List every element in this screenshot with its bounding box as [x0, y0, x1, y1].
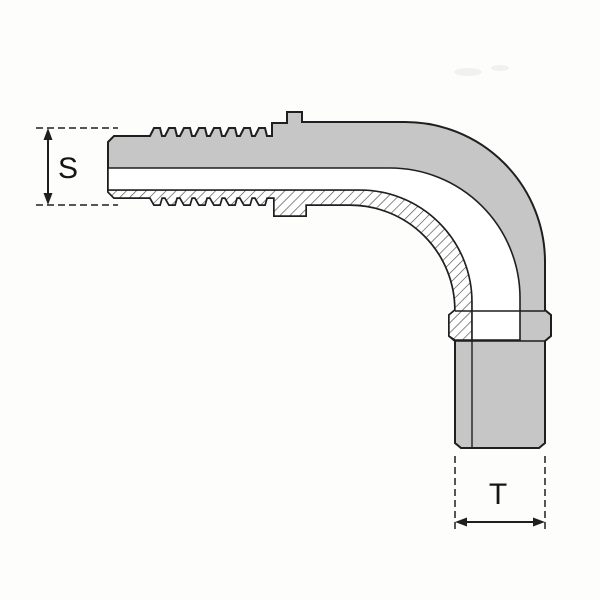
t-dimension: T: [454, 456, 546, 533]
s-dimension: S: [36, 127, 118, 206]
t-arrowhead-right: [533, 517, 545, 527]
paper-smudge: [454, 68, 482, 76]
section-hatch: [107, 189, 473, 341]
s-arrowhead-down: [43, 193, 53, 205]
s-arrowhead-up: [43, 128, 53, 140]
paper-smudge: [491, 65, 509, 71]
t-arrowhead-left: [455, 517, 467, 527]
bore: [107, 167, 521, 341]
t-dimension-label: T: [489, 478, 507, 511]
elbow-fitting: [107, 111, 552, 449]
s-dimension-label: S: [58, 152, 78, 185]
